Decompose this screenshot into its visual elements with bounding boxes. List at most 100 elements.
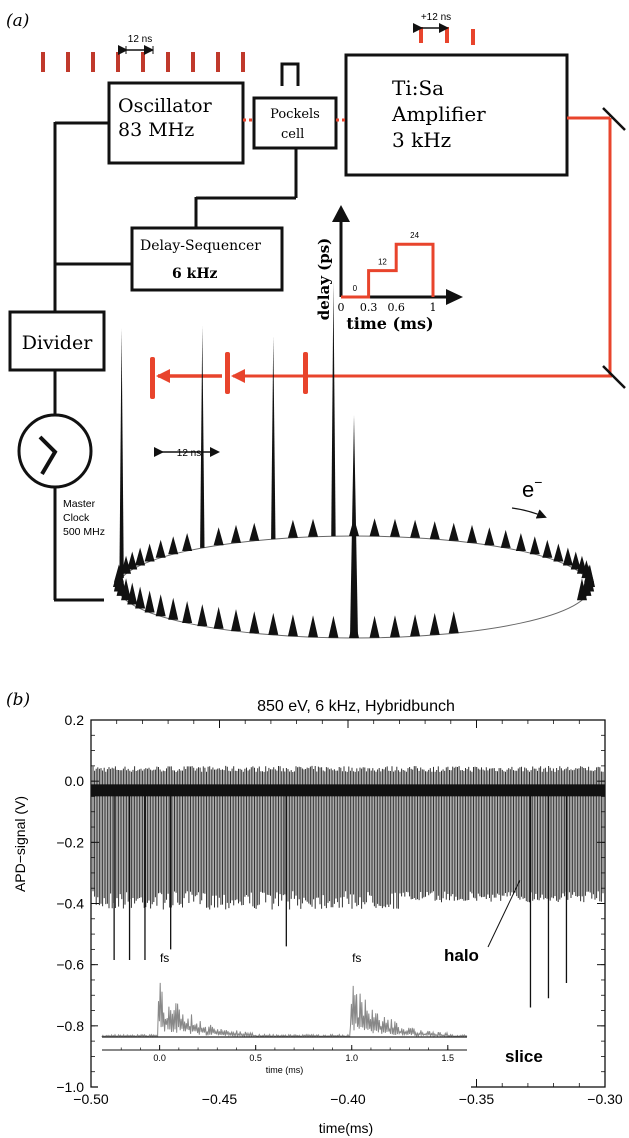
electron-bunch-sliced (200, 325, 205, 548)
mirror-top (602, 107, 626, 131)
laser-beam-path (150, 107, 626, 399)
electron-bunch (562, 547, 573, 566)
electron-bunch (515, 532, 526, 551)
electron-label: e− (522, 474, 542, 502)
inset-staircase (341, 242, 435, 299)
amplified-pulse (445, 27, 449, 43)
master-clock: Master Clock 500 MHz (17, 413, 105, 538)
electron-bunch (570, 551, 581, 570)
divider-box: Divider (8, 310, 106, 372)
electron-direction-arrow (511, 507, 547, 519)
inset-x-tick-label: 0.0 (153, 1053, 166, 1063)
halo-pointer (487, 879, 521, 948)
electron-bunch (553, 543, 564, 562)
x-tick-label: −0.45 (202, 1091, 238, 1107)
halo-annotation: halo (444, 946, 479, 965)
electron-bunch (182, 532, 193, 551)
amplified-pulse-train: +12 ns (413, 12, 475, 45)
electron-bunch (410, 614, 421, 637)
chart-xlabel: time(ms) (319, 1120, 373, 1136)
oscillator-pulse (216, 52, 220, 72)
electron-bunch (213, 606, 224, 629)
panel-a: (a) 12 ns +12 ns (6, 11, 626, 639)
ring-spacing-label: 12 ns (177, 448, 201, 459)
electron-bunch (308, 615, 319, 638)
electron-bunch (182, 601, 193, 624)
inset-signal (101, 982, 468, 1039)
inset-xlabel: time (ms) (266, 1065, 304, 1075)
oscillator-pulse (191, 52, 195, 72)
panel-b: (b) 850 eV, 6 kHz, Hybridbunch APD−signa… (6, 690, 623, 1136)
x-tick-label: −0.40 (330, 1091, 366, 1107)
electron-bunch-sliced (271, 336, 276, 540)
electron-bunch (328, 615, 339, 638)
y-tick-label: −0.8 (56, 1018, 84, 1034)
panel-a-label: (a) (6, 11, 29, 31)
fs-label: fs (160, 951, 169, 965)
y-tick-label: −0.6 (56, 957, 84, 973)
laser-pulse (150, 357, 155, 399)
apd-halo-signal (92, 765, 604, 910)
x-tick-label: −0.35 (459, 1091, 495, 1107)
master-clock-line-3: 500 MHz (63, 526, 105, 538)
inset-background (98, 960, 471, 1088)
inset-xtick-label: 0.6 (387, 301, 405, 314)
oscillator-pulse (166, 52, 170, 72)
electron-bunch (144, 590, 155, 613)
oscillator-box: Oscillator 83 MHz (107, 81, 245, 165)
mirror-bottom (602, 365, 626, 389)
laser-pulse (225, 352, 230, 394)
amplifier-frequency: 3 kHz (392, 128, 451, 152)
oscillator-pulse (91, 52, 95, 72)
electron-bunch (268, 612, 279, 635)
gate-pulse-icon (280, 62, 300, 86)
delay-sequencer-name: Delay-Sequencer (140, 238, 261, 254)
oscillator-pulse (41, 52, 45, 72)
fs-label: fs (352, 951, 361, 965)
amplified-pulse (419, 27, 423, 43)
pockels-line-1: Pockels (270, 107, 320, 122)
inset-xtick-label: 1 (430, 301, 437, 314)
oscillator-name: Oscillator (118, 95, 213, 117)
inset-step-label: 12 (378, 258, 387, 267)
electron-bunch (389, 518, 400, 537)
x-tick-label: −0.50 (73, 1091, 109, 1107)
y-tick-label: −0.2 (56, 834, 84, 850)
electron-bunch (135, 586, 146, 609)
spacing-label-left: 12 ns (128, 34, 152, 45)
electron-bunch (249, 611, 260, 634)
electron-bunch (155, 594, 166, 617)
apd-signal-plot: −0.50−0.45−0.40−0.35−0.300.20.0−0.2−0.4−… (56, 712, 623, 1107)
electron-bunch (168, 597, 179, 620)
ring-spacing-marker: 12 ns (154, 447, 220, 459)
amplified-pulse (471, 29, 475, 45)
pockels-cell-box: Pockels cell (252, 96, 338, 150)
oscillator-frequency: 83 MHz (118, 119, 194, 141)
divider-label: Divider (22, 332, 94, 354)
oscillator-pulse (141, 52, 145, 72)
master-clock-line-1: Master (63, 498, 96, 510)
delay-sequencer-frequency: 6 kHz (172, 266, 218, 282)
electron-bunch (467, 524, 477, 543)
spacing-label-right: +12 ns (421, 12, 451, 23)
electron-bunch (213, 527, 224, 546)
electron-bunch (308, 518, 319, 537)
inset-xtick-label: 0.3 (360, 301, 378, 314)
electron-bunch-sliced (331, 281, 336, 537)
inset-x-tick-label: 0.5 (249, 1053, 262, 1063)
electron-bunch (127, 551, 138, 570)
electron-bunch (429, 521, 440, 540)
electron-bunch (584, 564, 595, 583)
y-tick-label: −1.0 (56, 1079, 84, 1095)
electron-bunch (484, 527, 495, 546)
electron-bunch (369, 615, 380, 638)
oscillator-pulse (66, 52, 70, 72)
electron-bunch (168, 536, 179, 555)
electron-bunch (249, 522, 260, 541)
inset-step-label: 24 (410, 231, 419, 240)
electron-bunch (369, 518, 380, 537)
panel-b-label: (b) (6, 690, 30, 710)
